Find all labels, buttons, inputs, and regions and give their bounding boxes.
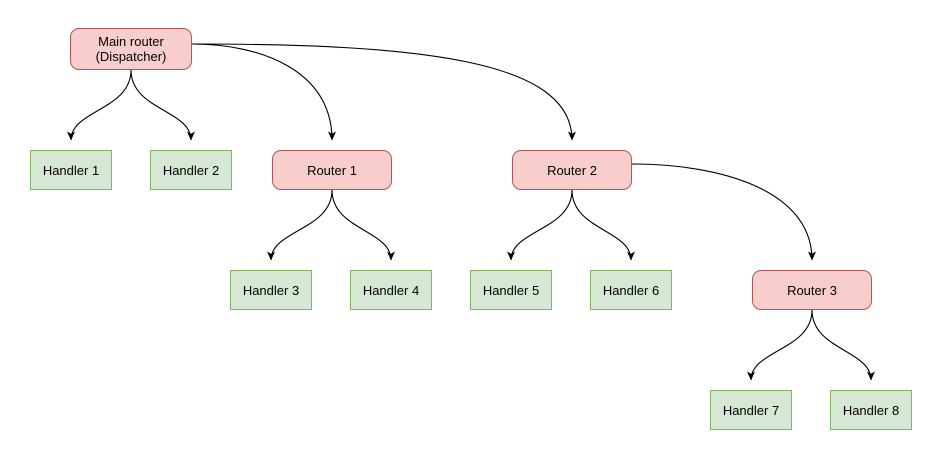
node-label-main-router: Main router (Dispatcher) — [95, 34, 167, 64]
edge-router-2-to-handler-6 — [571, 189, 635, 261]
node-label-handler-5: Handler 5 — [482, 282, 540, 298]
node-label-router-2: Router 2 — [547, 162, 597, 178]
node-label-handler-8: Handler 8 — [842, 402, 900, 418]
node-router-3[interactable]: Router 3 — [752, 270, 872, 310]
node-handler-4[interactable]: Handler 4 — [350, 270, 432, 310]
node-label-handler-4: Handler 4 — [362, 282, 420, 298]
node-router-2[interactable]: Router 2 — [512, 150, 632, 190]
node-handler-1[interactable]: Handler 1 — [30, 150, 112, 190]
edge-router-3-to-handler-7 — [747, 309, 813, 381]
node-handler-7[interactable]: Handler 7 — [710, 390, 792, 430]
node-router-1[interactable]: Router 1 — [272, 150, 392, 190]
node-label-handler-7: Handler 7 — [722, 402, 780, 418]
edge-router-2-to-router-3 — [631, 163, 816, 261]
node-label-handler-2: Handler 2 — [162, 162, 220, 178]
node-handler-8[interactable]: Handler 8 — [830, 390, 912, 430]
node-main-router[interactable]: Main router (Dispatcher) — [70, 28, 192, 70]
edge-router-2-to-handler-5 — [507, 189, 573, 261]
edge-main-to-handler-1 — [67, 69, 132, 141]
edge-router-1-to-handler-3 — [267, 189, 333, 261]
node-handler-2[interactable]: Handler 2 — [150, 150, 232, 190]
edge-main-to-router-1 — [191, 43, 336, 141]
node-handler-6[interactable]: Handler 6 — [590, 270, 672, 310]
node-handler-3[interactable]: Handler 3 — [230, 270, 312, 310]
edge-main-to-handler-2 — [130, 69, 195, 141]
edge-router-3-to-handler-8 — [811, 309, 875, 381]
node-handler-5[interactable]: Handler 5 — [470, 270, 552, 310]
node-label-handler-6: Handler 6 — [602, 282, 660, 298]
node-label-router-1: Router 1 — [307, 162, 357, 178]
node-label-router-3: Router 3 — [787, 282, 837, 298]
edge-router-1-to-handler-4 — [331, 189, 395, 261]
node-label-handler-1: Handler 1 — [42, 162, 100, 178]
edge-main-to-router-2 — [191, 43, 576, 141]
node-label-handler-3: Handler 3 — [242, 282, 300, 298]
